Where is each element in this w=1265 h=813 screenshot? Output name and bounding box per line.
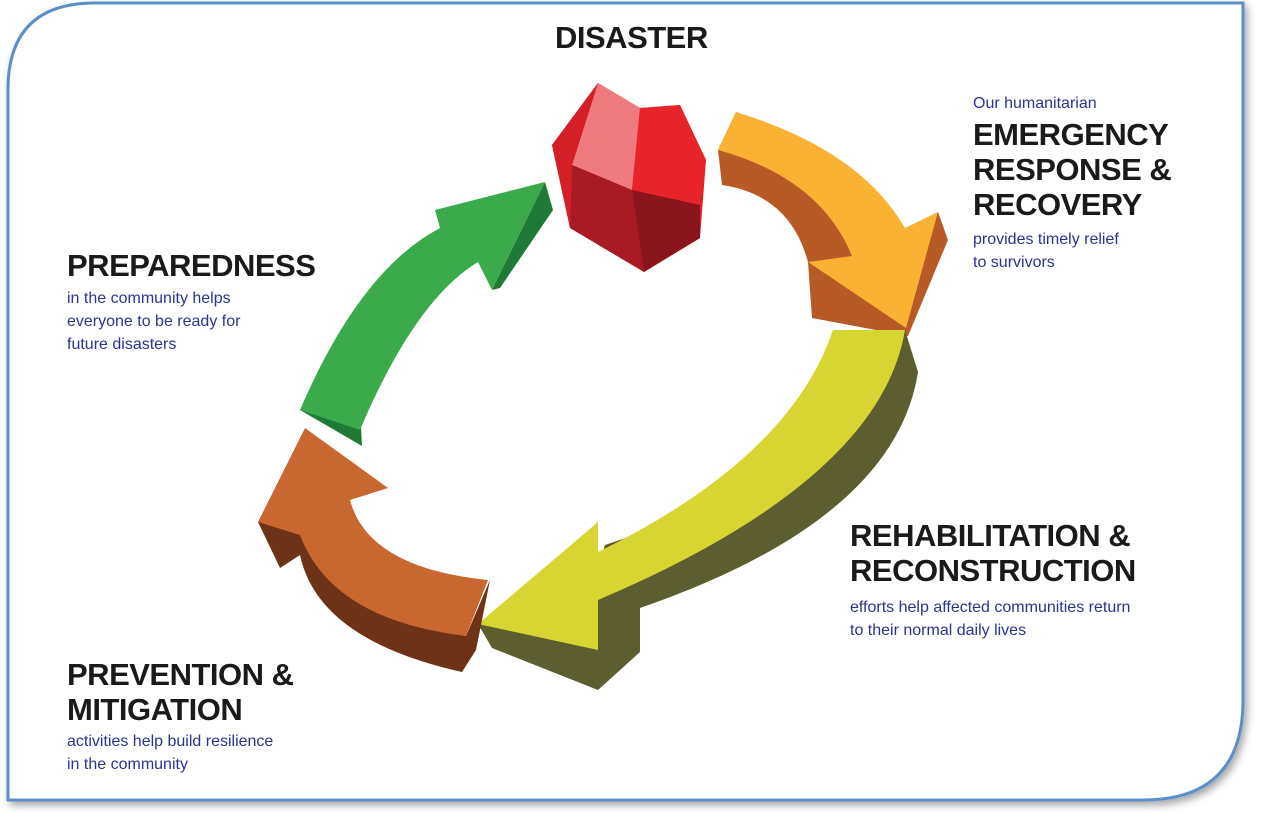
emergency-desc-line: to survivors: [973, 254, 1055, 271]
preparedness-description: in the community helps everyone to be re…: [67, 287, 315, 356]
prevention-title-line: MITIGATION: [67, 692, 243, 727]
prevention-desc-line: activities help build resilience: [67, 733, 274, 750]
preparedness-desc-line: in the community helps: [67, 290, 231, 307]
emergency-title-line: EMERGENCY: [973, 117, 1169, 152]
emergency-desc-line: provides timely relief: [973, 231, 1119, 248]
prevention-title-line: PREVENTION &: [67, 657, 294, 692]
emergency-title: EMERGENCY RESPONSE & RECOVERY: [973, 117, 1172, 222]
emergency-intro: Our humanitarian: [973, 95, 1097, 112]
rehabilitation-title-line: REHABILITATION &: [850, 518, 1131, 553]
prevention-block: PREVENTION & MITIGATION activities help …: [67, 657, 294, 776]
prevention-description: activities help build resilience in the …: [67, 730, 294, 776]
rehabilitation-title-line: RECONSTRUCTION: [850, 553, 1136, 588]
preparedness-arrow: [300, 182, 553, 446]
emergency-response-block: Our humanitarian EMERGENCY RESPONSE & RE…: [973, 93, 1172, 274]
prevention-title: PREVENTION & MITIGATION: [67, 657, 294, 727]
preparedness-title: PREPAREDNESS: [67, 248, 316, 283]
emergency-description: provides timely relief to survivors: [973, 228, 1171, 274]
preparedness-desc-line: everyone to be ready for: [67, 313, 241, 330]
rehabilitation-title: REHABILITATION & RECONSTRUCTION: [850, 518, 1136, 588]
emergency-title-line: RESPONSE &: [973, 152, 1172, 187]
emergency-title-line: RECOVERY: [973, 187, 1142, 222]
rehabilitation-arrow: [478, 330, 918, 690]
prevention-arrow: [258, 428, 490, 672]
prevention-desc-line: in the community: [67, 756, 188, 773]
disaster-label: DISASTER: [555, 20, 708, 55]
red-polyhedron-icon: [552, 83, 706, 272]
preparedness-block: PREPAREDNESS in the community helps ever…: [67, 248, 316, 356]
rehabilitation-block: REHABILITATION & RECONSTRUCTION efforts …: [850, 518, 1136, 642]
emergency-response-arrow: [718, 112, 948, 336]
rehabilitation-desc-line: to their normal daily lives: [850, 622, 1027, 639]
rehabilitation-desc-line: efforts help affected communities return: [850, 599, 1131, 616]
rehabilitation-description: efforts help affected communities return…: [850, 596, 1136, 642]
preparedness-desc-line: future disasters: [67, 336, 177, 353]
